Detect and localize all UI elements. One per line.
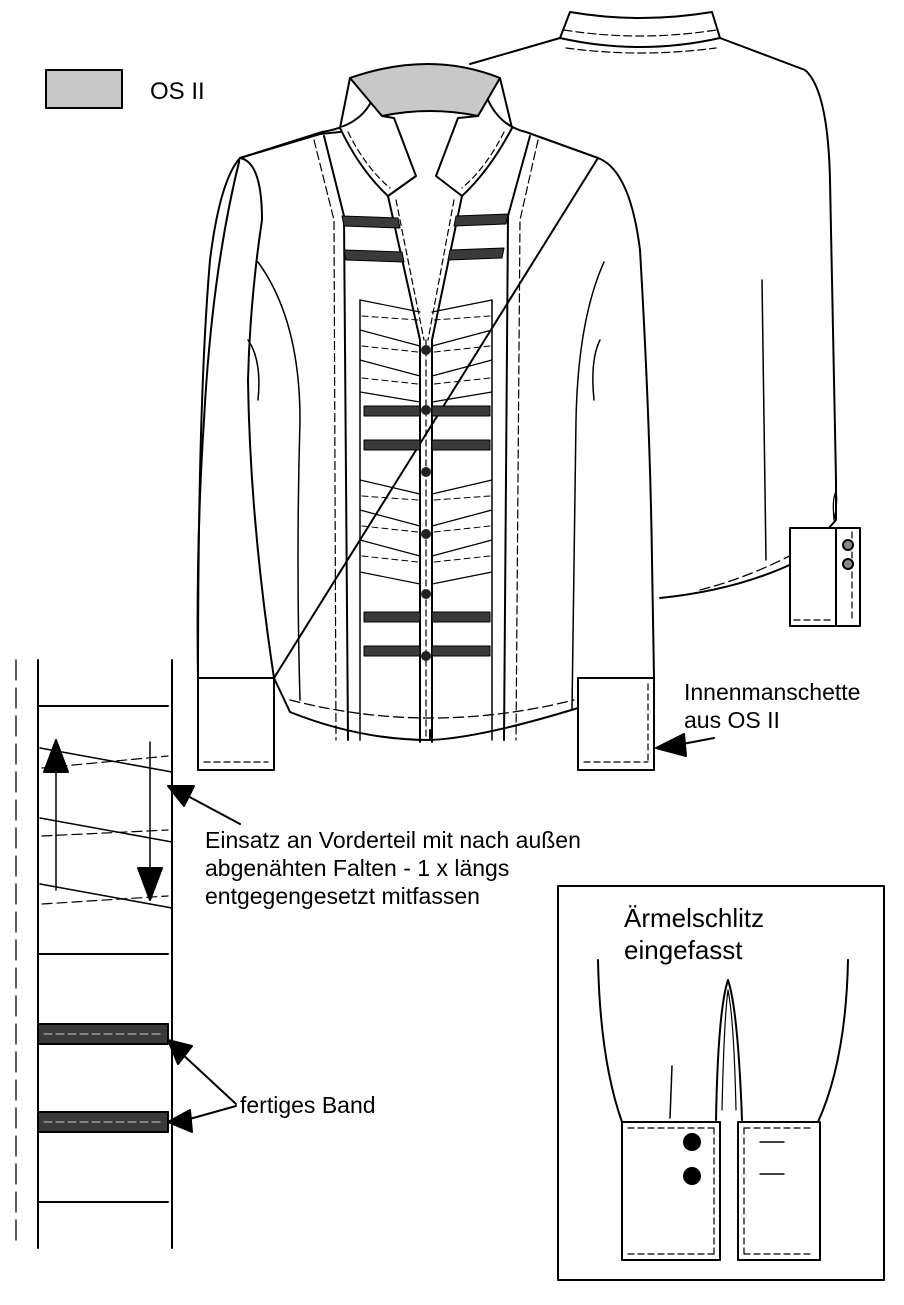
legend-label: OS II (150, 78, 205, 105)
insert-note: Einsatz an Vorderteil mit nach außen abg… (205, 826, 581, 910)
arrow-cuff (655, 733, 715, 757)
cuff-note: Innenmanschette aus OS II (684, 678, 860, 734)
insert-note-line-1: Einsatz an Vorderteil mit nach außen (205, 827, 581, 853)
front-view (196, 63, 655, 771)
insert-detail (15, 659, 173, 1249)
insert-note-line-2: abgenähten Falten - 1 x längs (205, 855, 510, 881)
insert-note-line-3: entgegengesetzt mitfassen (205, 883, 480, 909)
slit-detail (557, 885, 885, 1281)
cuff-note-line-2: aus OS II (684, 707, 780, 733)
cuff-note-line-1: Innenmanschette (684, 679, 861, 705)
slit-note: Ärmelschlitz eingefasst (624, 902, 764, 966)
slit-note-line-1: Ärmelschlitz (624, 903, 765, 933)
back-view (469, 11, 861, 627)
legend-swatch (45, 69, 123, 109)
slit-note-line-2: eingefasst (624, 935, 743, 965)
band-note: fertiges Band (240, 1092, 376, 1118)
arrow-band (167, 1039, 237, 1133)
arrow-insert (167, 785, 241, 825)
